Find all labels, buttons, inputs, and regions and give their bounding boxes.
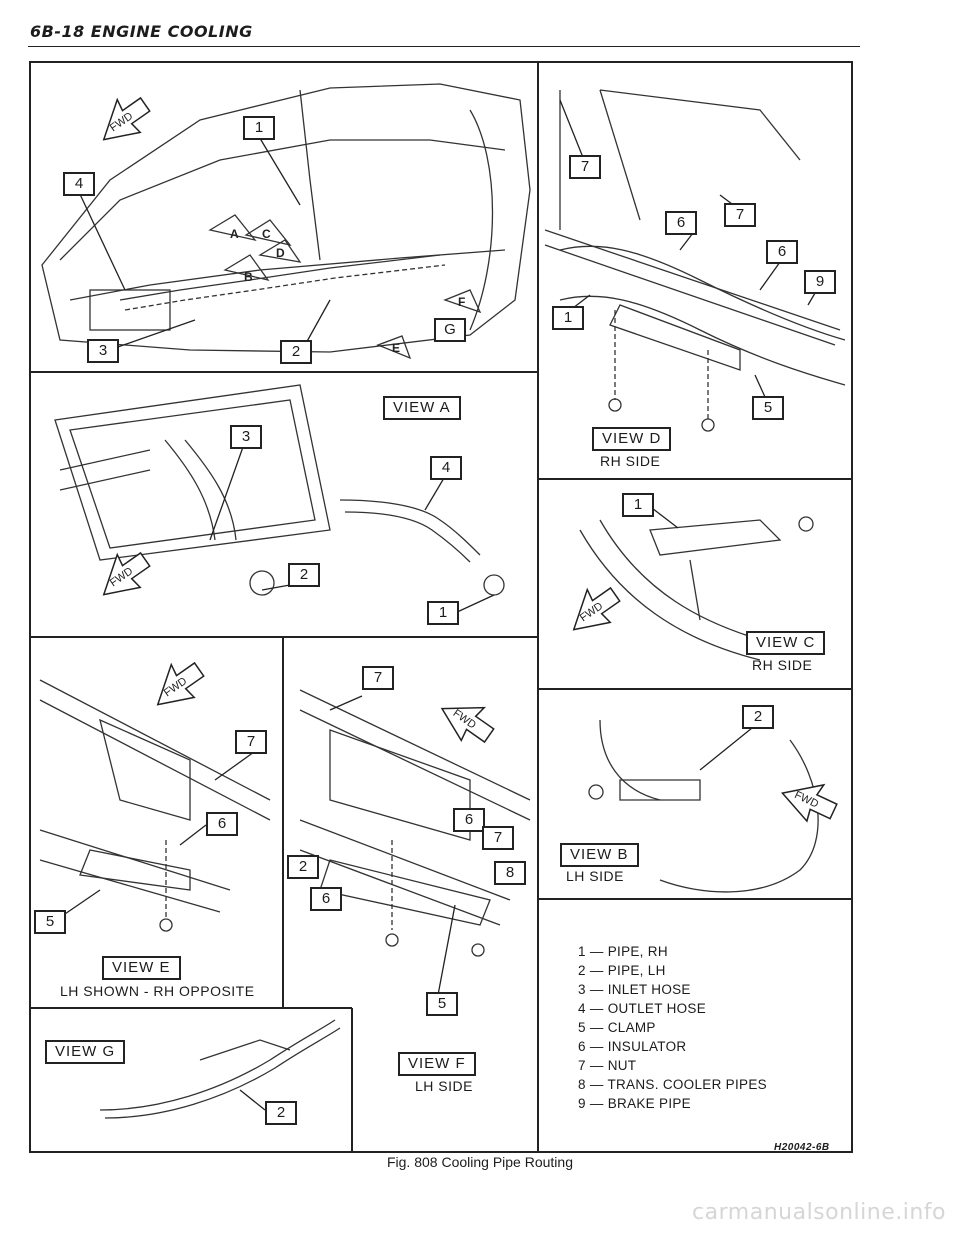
callout-5: 5 <box>752 396 784 420</box>
callout-2: 2 <box>288 563 320 587</box>
view-e-side: LH SHOWN - RH OPPOSITE <box>60 983 255 999</box>
view-letter-c: C <box>262 227 271 241</box>
view-letter-d: D <box>276 246 285 260</box>
callout-6: 6 <box>766 240 798 264</box>
callout-1: 1 <box>622 493 654 517</box>
view-c-side: RH SIDE <box>752 657 813 673</box>
callout-1: 1 <box>427 601 459 625</box>
legend-item-7: 7 — NUT <box>578 1058 637 1073</box>
callout-2: 2 <box>742 705 774 729</box>
callout-3: 3 <box>230 425 262 449</box>
legend-item-1: 1 — PIPE, RH <box>578 944 668 959</box>
legend-item-6: 6 — INSULATOR <box>578 1039 687 1054</box>
legend-item-8: 8 — TRANS. COOLER PIPES <box>578 1077 767 1092</box>
view-d-label: VIEW D <box>592 427 672 451</box>
callout-7: 7 <box>235 730 267 754</box>
callout-7: 7 <box>482 826 514 850</box>
callout-3: 3 <box>87 339 119 363</box>
callout-1: 1 <box>552 306 584 330</box>
view-f-label: VIEW F <box>398 1052 476 1076</box>
callout-6: 6 <box>310 887 342 911</box>
callout-5: 5 <box>426 992 458 1016</box>
legend-item-9: 9 — BRAKE PIPE <box>578 1096 691 1111</box>
view-letter-a: A <box>230 227 239 241</box>
callout-1: 1 <box>243 116 275 140</box>
legend-item-4: 4 — OUTLET HOSE <box>578 1001 707 1016</box>
callout-7: 7 <box>362 666 394 690</box>
header-rule <box>28 46 860 47</box>
view-letter-b: B <box>244 270 253 284</box>
view-c-label: VIEW C <box>746 631 826 655</box>
legend-item-5: 5 — CLAMP <box>578 1020 656 1035</box>
callout-2: 2 <box>280 340 312 364</box>
view-a-label: VIEW A <box>383 396 461 420</box>
legend-item-2: 2 — PIPE, LH <box>578 963 666 978</box>
figure-code: H20042-6B <box>774 1142 830 1153</box>
callout-4: 4 <box>430 456 462 480</box>
view-d-side: RH SIDE <box>600 453 661 469</box>
page-header: 6B-18 ENGINE COOLING <box>30 22 253 41</box>
watermark: carmanualsonline.info <box>692 1200 946 1225</box>
callout-2: 2 <box>265 1101 297 1125</box>
view-g-label: VIEW G <box>45 1040 126 1064</box>
view-e-label: VIEW E <box>102 956 181 980</box>
callout-8: 8 <box>494 861 526 885</box>
callout-7: 7 <box>569 155 601 179</box>
parts-legend: 1 — PIPE, RH 2 — PIPE, LH 3 — INLET HOSE… <box>578 942 767 1113</box>
callout-4: 4 <box>63 172 95 196</box>
callout-9: 9 <box>804 270 836 294</box>
callout-g: G <box>434 318 466 342</box>
figure-caption: Fig. 808 Cooling Pipe Routing <box>386 1154 573 1170</box>
callout-6: 6 <box>206 812 238 836</box>
legend-item-3: 3 — INLET HOSE <box>578 982 691 997</box>
callout-5: 5 <box>34 910 66 934</box>
view-letter-f: F <box>458 295 465 309</box>
view-letter-e: E <box>392 341 400 355</box>
view-b-label: VIEW B <box>560 843 639 867</box>
callout-6: 6 <box>665 211 697 235</box>
view-f-side: LH SIDE <box>415 1078 473 1094</box>
callout-6: 6 <box>453 808 485 832</box>
callout-2: 2 <box>287 855 319 879</box>
callout-7: 7 <box>724 203 756 227</box>
view-b-side: LH SIDE <box>566 868 624 884</box>
